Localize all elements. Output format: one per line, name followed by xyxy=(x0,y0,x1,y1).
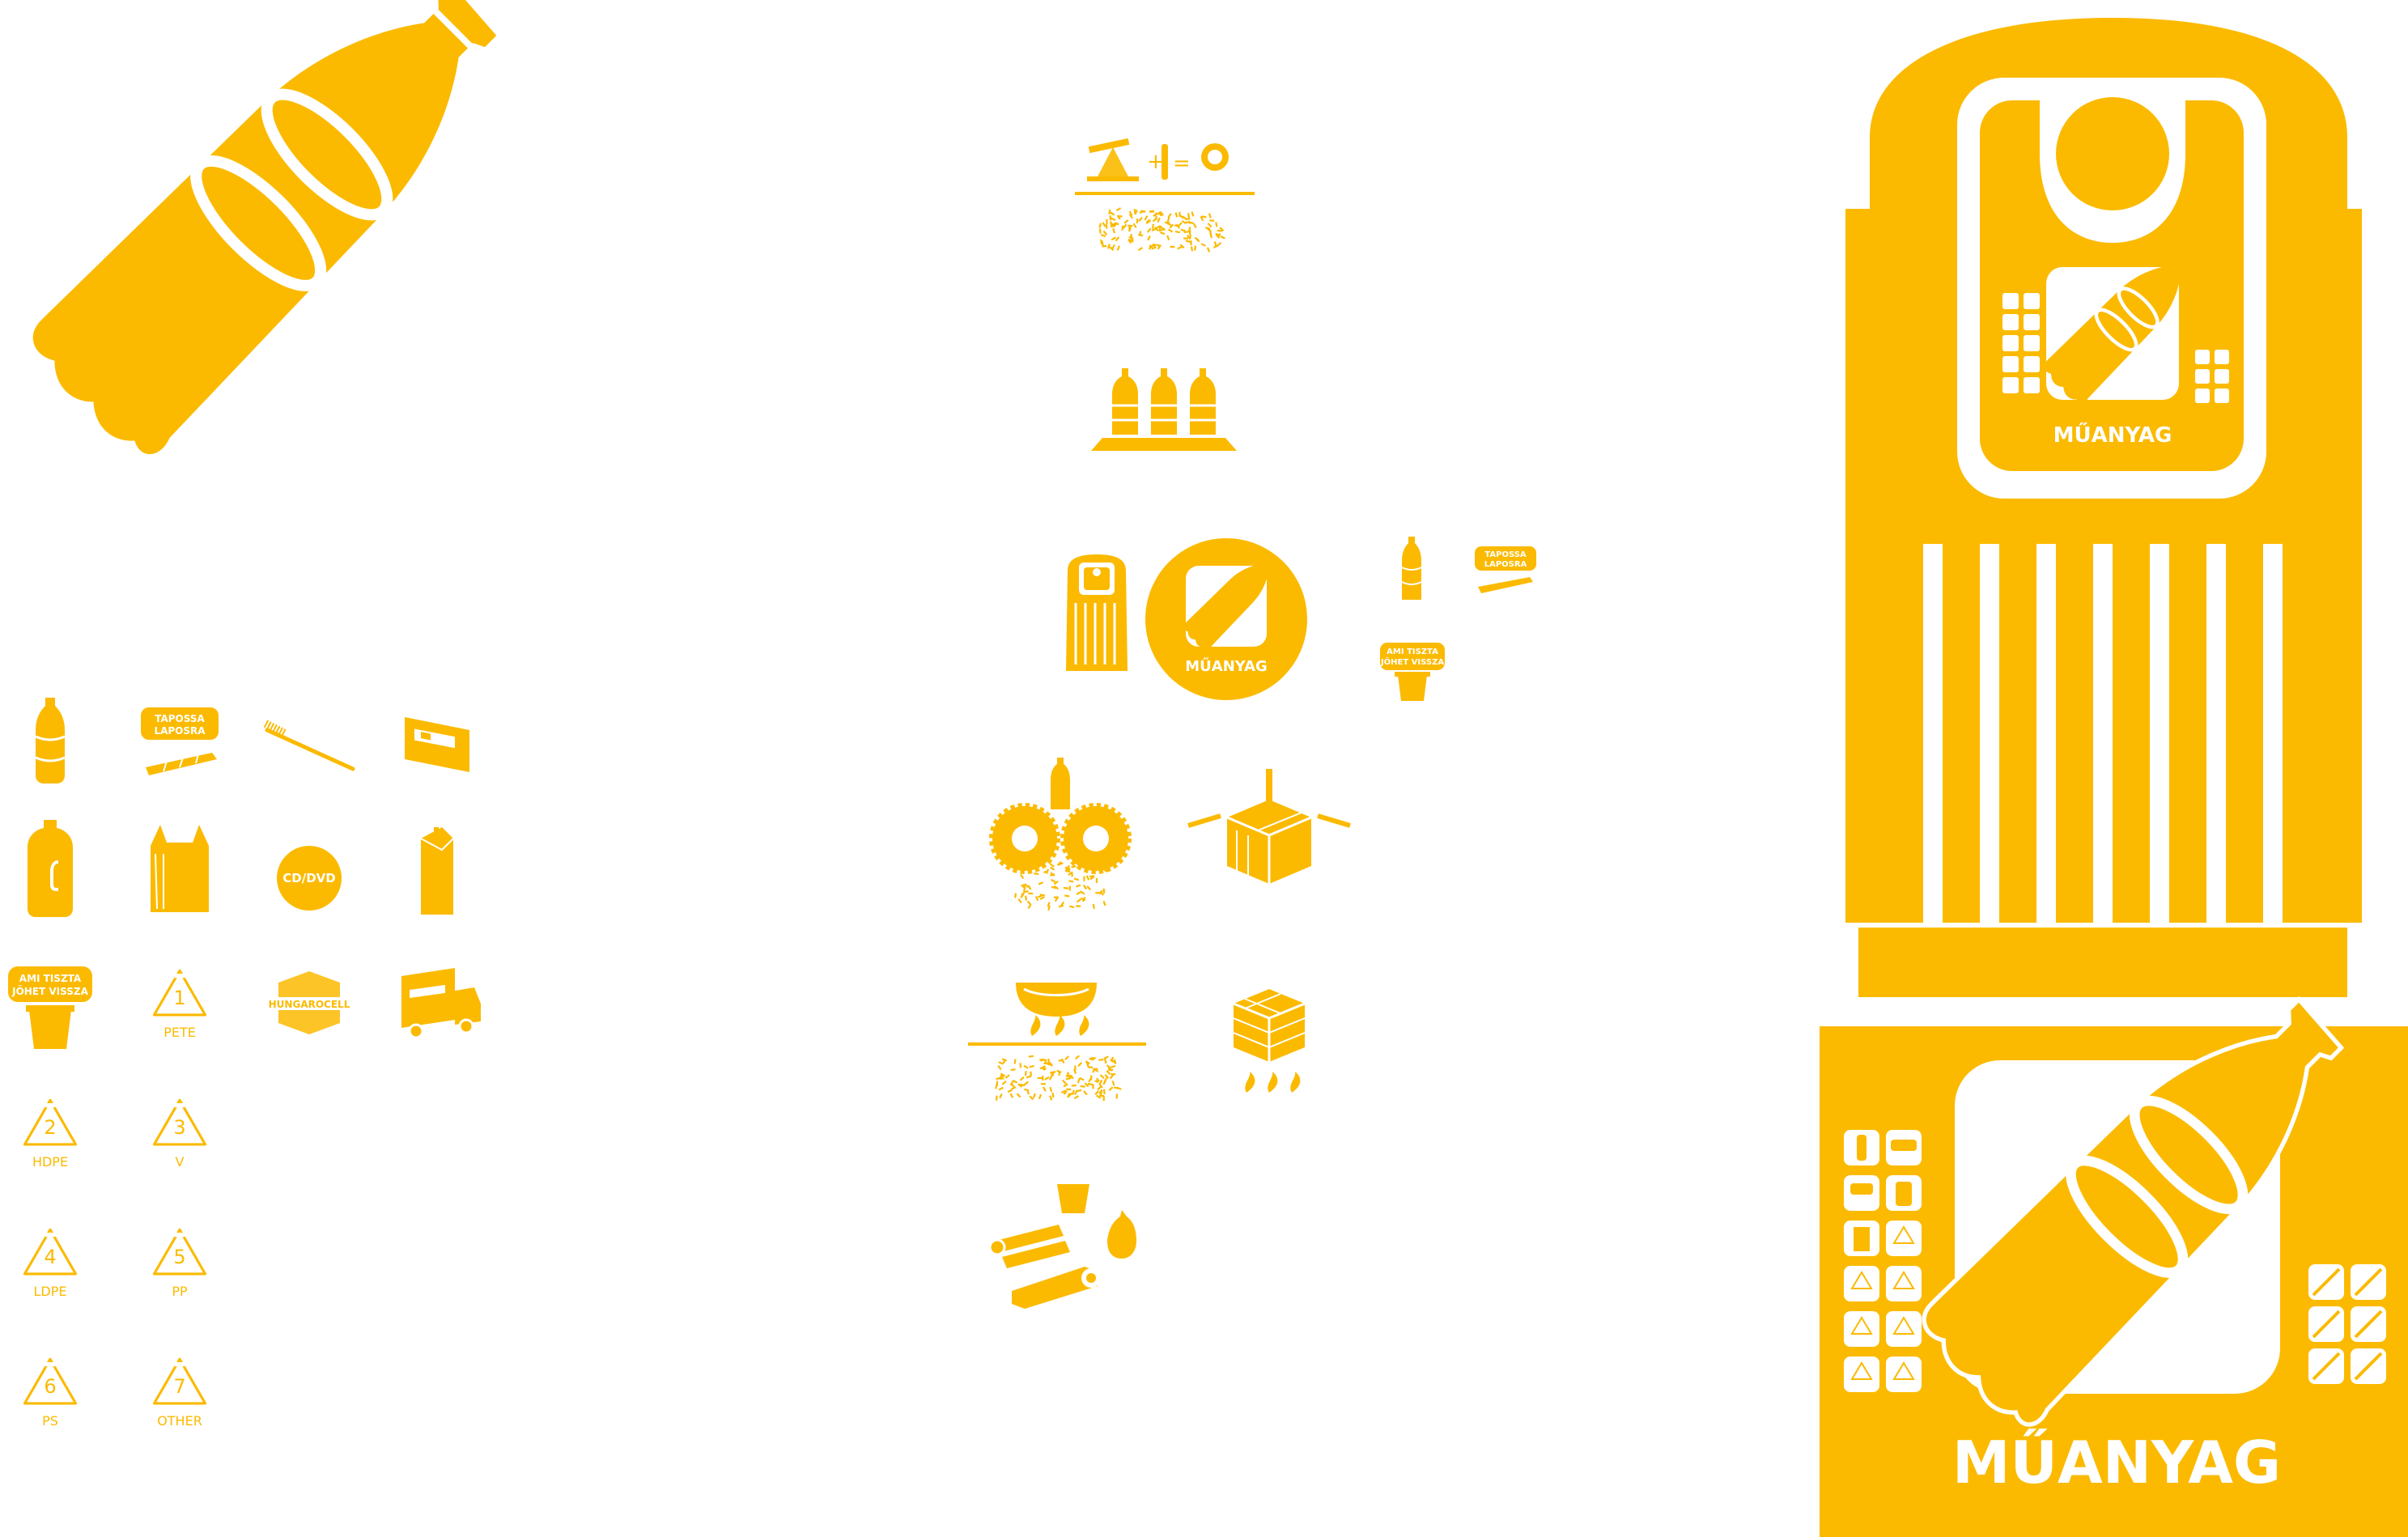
recycling-triangle-icon: 6 PS xyxy=(25,1359,76,1429)
canister-icon xyxy=(28,820,73,917)
ami-line2: JÖHET VISSZA xyxy=(11,985,88,997)
ami-line1-small: AMI TISZTA xyxy=(1387,647,1438,656)
tapossa-line1-small: TAPOSSA xyxy=(1484,550,1527,559)
recycle-code-name: PS xyxy=(42,1413,58,1429)
recycle-code-name: PETE xyxy=(164,1025,196,1040)
ami-line1: AMI TISZTA xyxy=(19,973,82,984)
recycling-triangle-icon: 2 HDPE xyxy=(25,1100,76,1170)
recycle-code-number: 2 xyxy=(44,1116,56,1139)
cd-dvd-label: CD/DVD xyxy=(282,871,335,885)
bin-label: MŰANYAG xyxy=(2053,422,2172,448)
plastic-bottle-icon xyxy=(1401,537,1422,600)
recycle-code-number: 4 xyxy=(44,1246,56,1268)
sticker-panel: MŰANYAG xyxy=(1820,996,2408,1537)
tapossa-line1: TAPOSSA xyxy=(155,713,205,724)
yogurt-cup-icon: AMI TISZTA JÖHET VISSZA xyxy=(1380,643,1445,701)
hungarocell-label: HUNGAROCELL xyxy=(269,999,350,1010)
yogurt-cup-icon: AMI TISZTA JÖHET VISSZA xyxy=(8,966,92,1049)
cube-bale-icon xyxy=(1233,989,1306,1093)
plastic-bottle-icon xyxy=(32,0,497,455)
svg-text:=: = xyxy=(1173,151,1191,176)
plastic-recycling-badge: MŰANYAG xyxy=(1145,538,1307,700)
tread-flat-icon: TAPOSSA LAPOSRA xyxy=(1475,546,1536,593)
recycling-triangle-icon: 1 PETE xyxy=(155,970,206,1040)
recycle-code-name: PP xyxy=(172,1284,188,1299)
granules-icon xyxy=(1098,207,1225,253)
recycling-triangle-icon: 4 LDPE xyxy=(25,1229,76,1299)
recycling-triangle-icon: 3 V xyxy=(155,1100,206,1170)
styrofoam-icon: HUNGAROCELL xyxy=(269,971,350,1034)
ami-line2-small: JÖHET VISSZA xyxy=(1380,656,1444,667)
svg-text:+: + xyxy=(1147,150,1165,174)
melting-icon xyxy=(1016,983,1097,1036)
granules-icon xyxy=(995,1055,1122,1102)
badge-label: MŰANYAG xyxy=(1185,657,1268,675)
drink-carton-icon xyxy=(420,827,454,915)
recycle-code-number: 6 xyxy=(44,1375,56,1398)
recycled-products-icon xyxy=(988,1184,1136,1309)
recycling-bin-icon xyxy=(1066,554,1128,671)
recycle-code-name: V xyxy=(176,1154,185,1170)
cd-dvd-icon: CD/DVD xyxy=(277,846,342,911)
tapossa-line2-small: LAPOSRA xyxy=(1484,560,1527,569)
recycle-code-name: LDPE xyxy=(34,1284,67,1299)
tread-flat-icon: TAPOSSA LAPOSRA xyxy=(141,707,219,775)
tapossa-line2: LAPOSRA xyxy=(154,725,206,737)
recycling-triangle-icon: 7 OTHER xyxy=(155,1359,206,1429)
recycle-code-name: HDPE xyxy=(32,1154,68,1170)
sticker-label: MŰANYAG xyxy=(1952,1429,2281,1497)
video-cassette-icon xyxy=(405,717,469,772)
plastic-bag-icon xyxy=(151,825,209,912)
crusher-rollers-icon xyxy=(989,758,1132,874)
recycle-code-number: 7 xyxy=(173,1375,185,1398)
toothbrush-icon xyxy=(263,720,355,771)
truck-icon xyxy=(401,968,481,1039)
recycling-triangle-icon: 5 PP xyxy=(155,1229,206,1299)
recycling-bin-large: MŰANYAG xyxy=(1845,18,2362,997)
plastic-bottle-icon xyxy=(35,698,66,783)
oil-pump-icon: + = xyxy=(1087,138,1229,181)
bottle-pallet-icon xyxy=(1091,368,1237,451)
recycle-code-number: 3 xyxy=(173,1116,185,1139)
recycle-code-name: OTHER xyxy=(157,1413,202,1429)
compactor-press-icon xyxy=(1187,769,1351,884)
recycle-code-number: 1 xyxy=(173,987,185,1009)
recycle-code-number: 5 xyxy=(173,1246,185,1268)
granules-icon xyxy=(1014,856,1108,911)
